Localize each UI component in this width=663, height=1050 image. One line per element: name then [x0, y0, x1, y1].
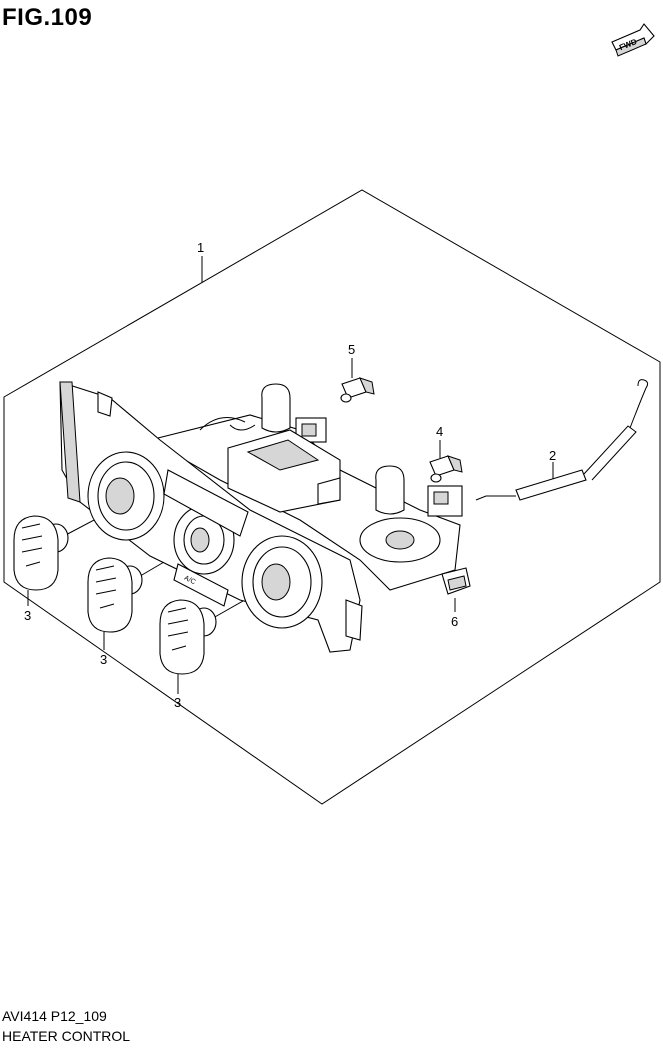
knob-part-3-b [87, 557, 143, 633]
figure-code: AVI414 P12_109 [2, 1008, 107, 1024]
assembly-outline [3, 189, 661, 805]
bulb-part-5 [340, 377, 375, 403]
bulb-part-4 [429, 455, 463, 483]
callout-3a: 3 [24, 608, 31, 623]
clip-part-6 [441, 567, 471, 595]
callout-2: 2 [549, 448, 556, 463]
fwd-arrow-icon: FWD [611, 23, 655, 57]
knob-part-3-c [159, 599, 217, 675]
figure-name: HEATER CONTROL [2, 1028, 131, 1044]
callout-5: 5 [348, 342, 355, 357]
figure-title: FIG.109 [2, 4, 93, 31]
knob-part-3-a [13, 515, 69, 591]
callout-1: 1 [197, 240, 204, 255]
control-cable [475, 379, 649, 501]
callout-3b: 3 [100, 652, 107, 667]
callout-3c: 3 [174, 695, 181, 710]
callout-4: 4 [436, 424, 443, 439]
heater-control-panel: A/C [59, 381, 463, 653]
callout-6: 6 [451, 614, 458, 629]
ac-switch-label: A/C [183, 575, 197, 586]
